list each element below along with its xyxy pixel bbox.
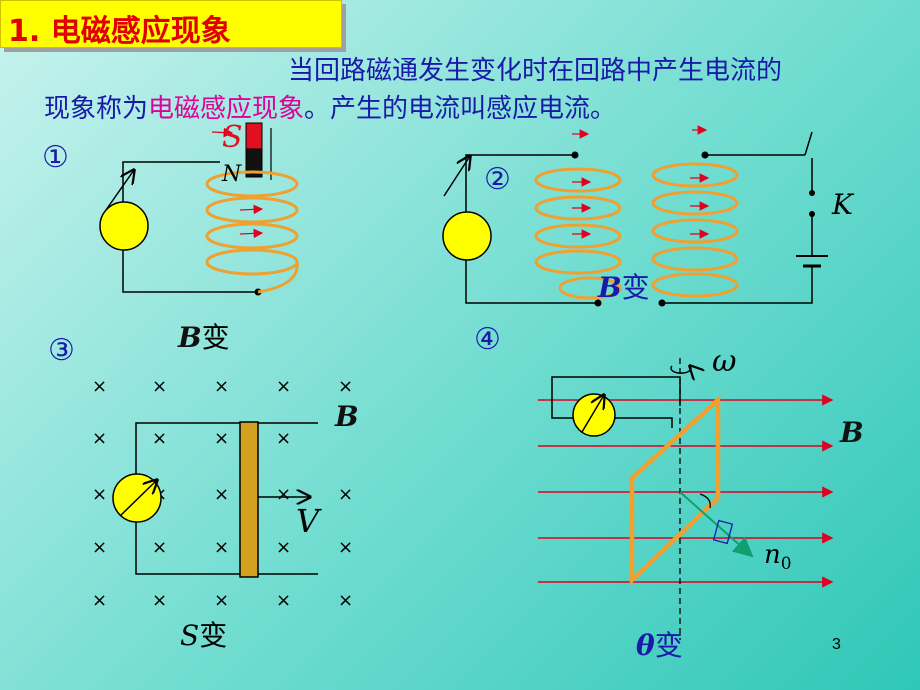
title-banner <box>0 0 342 48</box>
svg-text:×: × <box>276 484 291 505</box>
intro-term-highlight: 电磁感应现象 <box>148 94 305 124</box>
svg-text:×: × <box>152 590 167 611</box>
svg-text:×: × <box>214 590 229 611</box>
svg-text:×: × <box>92 484 107 505</box>
figure-2-number: ② <box>484 162 511 197</box>
intro-line-2-a: 现象称为 <box>44 94 149 124</box>
magnet-pole-n: N <box>222 162 242 187</box>
svg-text:×: × <box>92 376 107 397</box>
figure-3-caption: S变 <box>180 614 227 654</box>
figure-1-caption: B变 <box>178 316 230 356</box>
galvanometer-1 <box>99 201 149 251</box>
svg-text:×: × <box>92 428 107 449</box>
page-title: 1. 电磁感应现象 <box>8 14 231 49</box>
coil-2-secondary <box>651 162 739 298</box>
magnet-south-half <box>245 148 263 178</box>
figure-1-caption-var: B <box>178 321 202 354</box>
svg-text:×: × <box>152 428 167 449</box>
figure-1-circuit <box>99 122 299 296</box>
figure-4-number: ④ <box>474 322 501 357</box>
svg-text:×: × <box>276 428 291 449</box>
svg-text:×: × <box>214 376 229 397</box>
normal-vector-label: n0 <box>764 540 792 574</box>
figure-2-caption-change: 变 <box>621 271 650 304</box>
svg-text:×: × <box>338 376 353 397</box>
figure-1-number: ① <box>42 140 69 175</box>
figure-4-circuit <box>538 358 834 640</box>
svg-text:×: × <box>92 537 107 558</box>
figure-3-circuit: ××××× ×××× ××××× ××××× ××××× <box>92 376 353 611</box>
svg-text:×: × <box>338 537 353 558</box>
normal-vector-symbol: n <box>764 540 781 570</box>
svg-text:×: × <box>152 537 167 558</box>
angle-marker <box>712 519 734 545</box>
svg-text:×: × <box>276 376 291 397</box>
svg-text:×: × <box>152 376 167 397</box>
magnet-pole-s: S <box>222 120 243 155</box>
normal-vector-subscript: 0 <box>780 554 792 575</box>
rotating-loop <box>629 394 721 586</box>
figure-3-number: ③ <box>48 333 75 368</box>
svg-text:×: × <box>214 537 229 558</box>
field-label-b-4: B <box>840 416 864 449</box>
svg-text:×: × <box>214 484 229 505</box>
figure-4-caption-var: θ <box>636 629 655 662</box>
figure-1-caption-change: 变 <box>201 321 230 354</box>
field-label-b: B <box>335 400 359 433</box>
galvanometer-2 <box>442 211 492 261</box>
svg-text:×: × <box>338 590 353 611</box>
figure-2-caption: B变 <box>598 266 650 306</box>
coil-1 <box>205 170 299 294</box>
figure-4-caption-change: 变 <box>654 629 683 662</box>
figure-2-caption-var: B <box>598 271 622 304</box>
switch-label: K <box>832 188 853 221</box>
svg-text:×: × <box>92 590 107 611</box>
omega-label: ω <box>712 344 737 379</box>
sliding-rod <box>239 421 259 578</box>
figure-3-caption-change: 变 <box>199 619 228 652</box>
switch-contact-top <box>809 190 815 196</box>
svg-text:×: × <box>214 428 229 449</box>
velocity-label: V <box>296 502 320 540</box>
coil-2-primary <box>534 167 622 300</box>
figure-4-caption: θ变 <box>636 624 683 664</box>
intro-line-2-c: 。产生的电流叫感应电流。 <box>304 94 617 124</box>
svg-text:×: × <box>276 590 291 611</box>
svg-text:×: × <box>338 484 353 505</box>
page-number: 3 <box>832 636 841 653</box>
galvanometer-4 <box>572 393 616 437</box>
intro-line-2: 现象称为电磁感应现象。产生的电流叫感应电流。 <box>44 88 616 125</box>
svg-text:×: × <box>276 537 291 558</box>
figure-2-circuit <box>442 125 828 307</box>
intro-line-1: 当回路磁通发生变化时在回路中产生电流的 <box>288 56 783 86</box>
field-into-page-marks: ××××× ×××× ××××× ××××× ××××× <box>92 376 353 611</box>
figure-3-caption-var: S <box>180 619 200 652</box>
magnet-north-half <box>245 122 263 150</box>
